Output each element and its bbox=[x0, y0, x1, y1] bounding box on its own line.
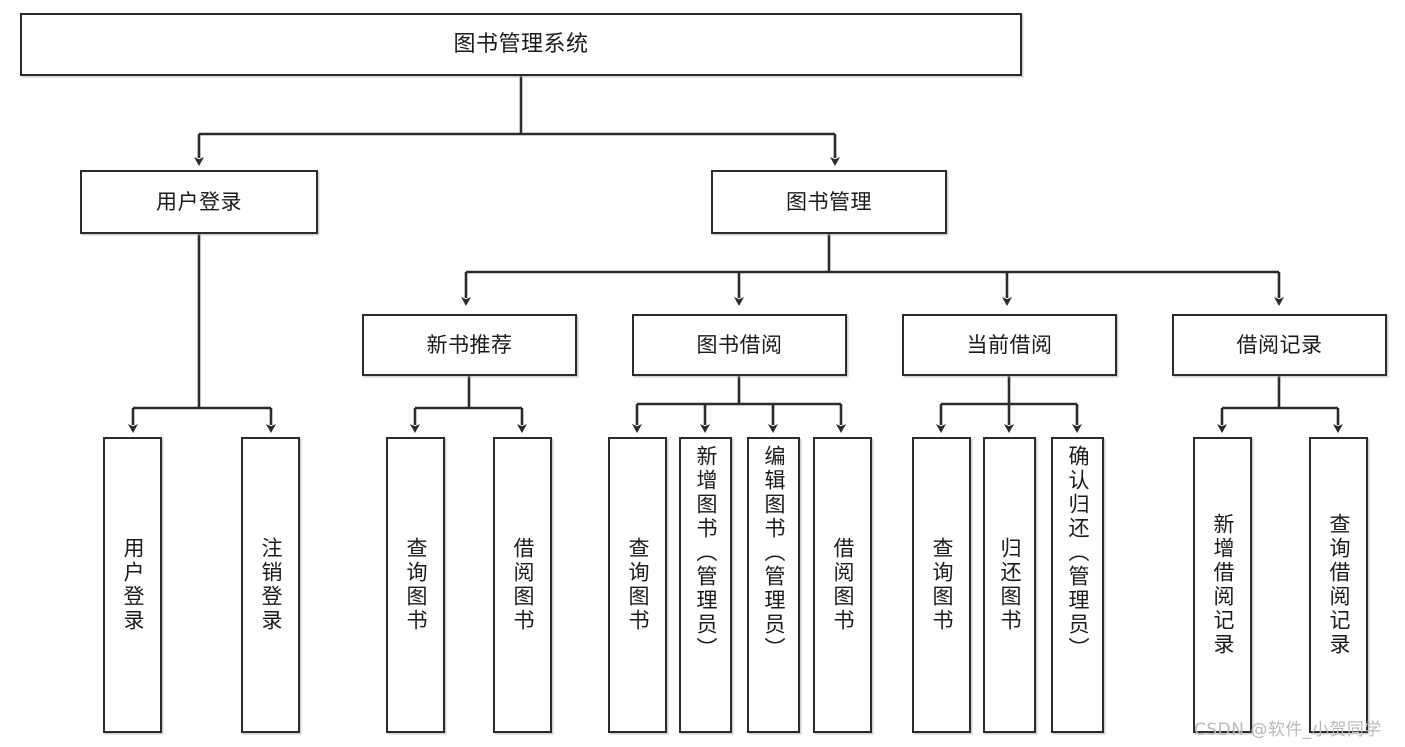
leaf-edit-book-admin-label: 编辑图书（管理员） bbox=[762, 445, 786, 661]
leaf-add-borrow-record[interactable]: 新增借阅记录 bbox=[1193, 437, 1252, 733]
node-current-borrow[interactable]: 当前借阅 bbox=[902, 314, 1117, 376]
leaf-confirm-return-admin-label: 确认归还（管理员） bbox=[1066, 445, 1090, 661]
node-book-management-label: 图书管理 bbox=[786, 189, 872, 214]
leaf-query-book-2[interactable]: 查询图书 bbox=[608, 437, 667, 733]
leaf-logout-login[interactable]: 注销登录 bbox=[241, 437, 300, 733]
node-user-login[interactable]: 用户登录 bbox=[80, 170, 318, 234]
leaf-borrow-book-2-label: 借阅图书 bbox=[831, 537, 855, 633]
leaf-edit-book-admin[interactable]: 编辑图书（管理员） bbox=[747, 437, 800, 733]
node-new-book-recommend[interactable]: 新书推荐 bbox=[362, 314, 577, 376]
leaf-return-book[interactable]: 归还图书 bbox=[983, 437, 1036, 733]
leaf-user-login-label: 用户登录 bbox=[121, 537, 145, 633]
node-new-book-recommend-label: 新书推荐 bbox=[426, 332, 513, 357]
leaf-add-book-admin[interactable]: 新增图书（管理员） bbox=[679, 437, 732, 733]
leaf-return-book-label: 归还图书 bbox=[998, 537, 1022, 633]
leaf-query-book-1[interactable]: 查询图书 bbox=[386, 437, 445, 733]
leaf-query-book-2-label: 查询图书 bbox=[626, 537, 650, 633]
node-borrow-record-label: 借阅记录 bbox=[1236, 332, 1323, 357]
node-current-borrow-label: 当前借阅 bbox=[966, 332, 1053, 357]
leaf-confirm-return-admin[interactable]: 确认归还（管理员） bbox=[1051, 437, 1104, 733]
leaf-borrow-book-1-label: 借阅图书 bbox=[511, 537, 535, 633]
node-book-borrow[interactable]: 图书借阅 bbox=[632, 314, 847, 376]
leaf-query-book-1-label: 查询图书 bbox=[404, 537, 428, 633]
node-book-management[interactable]: 图书管理 bbox=[711, 170, 947, 234]
leaf-add-book-admin-label: 新增图书（管理员） bbox=[694, 445, 718, 661]
node-root-label: 图书管理系统 bbox=[453, 31, 589, 57]
node-user-login-label: 用户登录 bbox=[156, 189, 242, 214]
leaf-add-borrow-record-label: 新增借阅记录 bbox=[1211, 513, 1235, 657]
leaf-query-book-3[interactable]: 查询图书 bbox=[912, 437, 971, 733]
leaf-query-book-3-label: 查询图书 bbox=[930, 537, 954, 633]
leaf-query-borrow-record[interactable]: 查询借阅记录 bbox=[1309, 437, 1368, 733]
leaf-borrow-book-2[interactable]: 借阅图书 bbox=[813, 437, 872, 733]
leaf-user-login[interactable]: 用户登录 bbox=[103, 437, 162, 733]
leaf-logout-login-label: 注销登录 bbox=[259, 537, 283, 633]
node-book-borrow-label: 图书借阅 bbox=[696, 332, 783, 357]
leaf-borrow-book-1[interactable]: 借阅图书 bbox=[493, 437, 552, 733]
csdn-watermark: CSDN @软件_小贺同学 bbox=[1194, 720, 1382, 740]
node-root[interactable]: 图书管理系统 bbox=[20, 13, 1022, 76]
leaf-query-borrow-record-label: 查询借阅记录 bbox=[1327, 513, 1351, 657]
node-borrow-record[interactable]: 借阅记录 bbox=[1172, 314, 1387, 376]
